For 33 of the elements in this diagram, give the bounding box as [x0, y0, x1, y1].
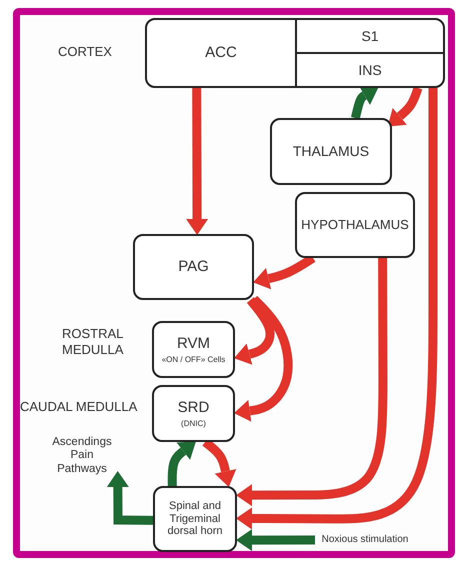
node-sublabel: «ON / OFF» Cells — [162, 355, 226, 364]
region-box — [295, 18, 445, 54]
node-label: THALAMUS — [292, 143, 370, 160]
region-box — [133, 234, 254, 300]
node-label: Spinal and Trigeminal dorsal horn — [166, 500, 224, 538]
arrow — [186, 88, 208, 235]
region-box — [270, 118, 392, 185]
arrow — [234, 296, 293, 422]
level-label: CAUDAL MEDULLA — [20, 399, 138, 415]
node-label: ACC — [205, 44, 237, 62]
region-box — [153, 486, 237, 552]
node-sublabel: (DNIC) — [181, 419, 206, 428]
node-label: RVM — [176, 334, 210, 352]
level-label: CORTEX — [58, 44, 113, 60]
node-label: Ascendings Pain Pathways — [51, 436, 113, 476]
node-label: PAG — [178, 258, 209, 276]
arrow — [388, 86, 422, 127]
arrow — [236, 258, 388, 506]
region-box — [145, 18, 297, 88]
region-box — [295, 52, 445, 88]
arrow — [234, 297, 275, 365]
region-box — [152, 385, 235, 442]
node-label: SRD — [178, 398, 210, 416]
arrow — [351, 86, 378, 120]
arrow — [236, 529, 315, 552]
region-box — [295, 192, 415, 258]
node-label: S1 — [361, 28, 379, 44]
region-box — [152, 321, 235, 378]
arrow — [236, 88, 438, 530]
level-label: ROSTRAL MEDULLA — [62, 326, 124, 358]
node-label: INS — [358, 62, 382, 78]
node-label: Noxious stimulation — [322, 534, 408, 546]
node-label: HYPOTHALAMUS — [301, 218, 409, 232]
